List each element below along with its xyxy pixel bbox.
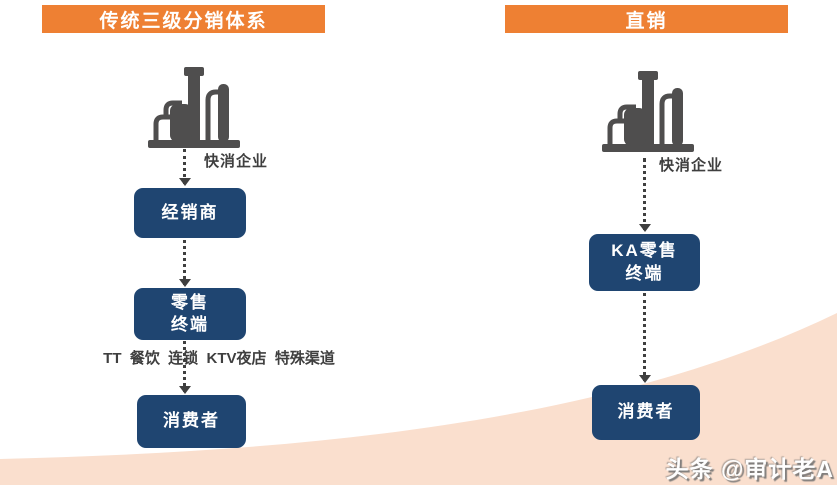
watermark: 头条 @审计老A	[665, 456, 834, 482]
node-consumer-right-label: 消费者	[617, 402, 675, 422]
node-retail-terminal-line2: 终端	[171, 315, 209, 334]
down-arrow	[639, 293, 651, 383]
left-source-label: 快消企业	[204, 153, 269, 170]
node-ka-retail-terminal-line1: KA零售	[611, 241, 678, 261]
node-ka-retail-terminal-line2: 终端	[625, 263, 664, 283]
left-flow-header: 传统三级分销体系	[42, 5, 325, 33]
down-arrow	[179, 341, 191, 394]
node-retail-terminal: 零售 终端	[134, 288, 246, 340]
down-arrow	[179, 149, 191, 186]
node-consumer-right: 消费者	[592, 385, 700, 440]
node-retail-terminal-line1: 零售	[171, 292, 209, 312]
node-distributor-label: 经销商	[161, 202, 219, 222]
down-arrow	[179, 240, 191, 287]
right-flow-header-label: 直销	[625, 10, 668, 32]
factory-icon	[602, 71, 694, 152]
retail-channels-note: TT 餐饮 连锁 KTV夜店 特殊渠道	[103, 350, 335, 367]
down-arrow	[639, 158, 651, 232]
left-flow-header-label: 传统三级分销体系	[99, 10, 268, 32]
right-source-label: 快消企业	[659, 157, 724, 174]
right-flow-header: 直销	[505, 5, 788, 33]
node-consumer-left: 消费者	[137, 395, 246, 448]
node-ka-retail-terminal: KA零售 终端	[589, 234, 700, 291]
factory-icon	[148, 67, 240, 148]
node-distributor: 经销商	[134, 188, 246, 238]
node-consumer-left-label: 消费者	[163, 411, 220, 431]
